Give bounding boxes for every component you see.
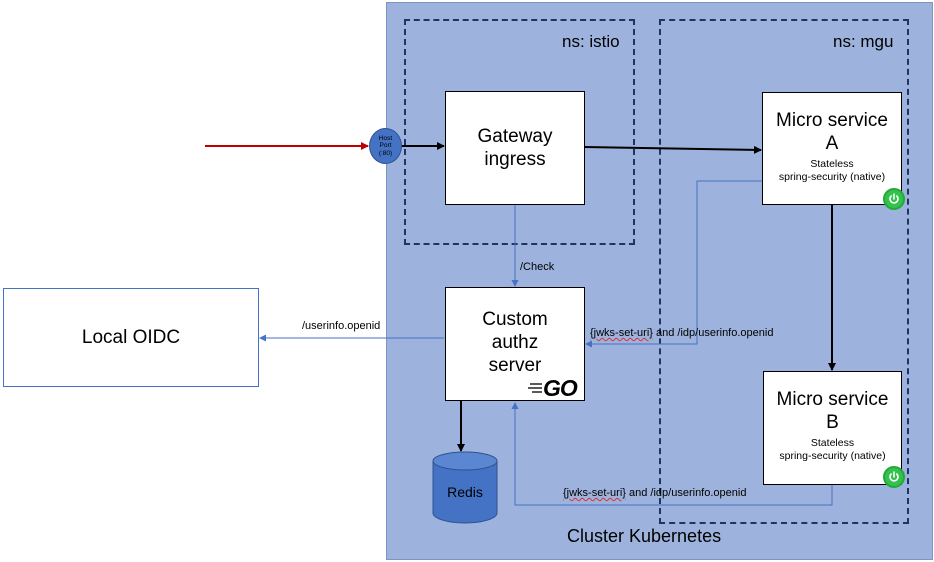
gateway-ingress-node: Gateway ingress xyxy=(445,91,585,205)
micro-service-b-node: Micro service B Stateless spring-securit… xyxy=(763,371,902,485)
host-port-line2: Port xyxy=(379,142,392,150)
service-b-edge-label-part2: and /idp/userinfo.openid xyxy=(625,487,747,499)
namespace-mgu xyxy=(659,19,909,524)
userinfo-label: /userinfo.openid xyxy=(302,320,381,332)
service-b-line4: spring-security (native) xyxy=(779,450,886,462)
local-oidc-label: Local OIDC xyxy=(81,326,181,348)
service-b-edge-label-part1: {jwks-set-uri} xyxy=(563,487,626,499)
check-label: /Check xyxy=(520,261,555,273)
redis-label: Redis xyxy=(447,484,483,500)
service-a-edge-label: {jwks-set-uri} and /idp/userinfo.openid xyxy=(590,327,773,339)
go-logo-text: GO xyxy=(543,375,578,401)
namespace-istio-label: ns: istio xyxy=(562,32,620,51)
authz-line3: server xyxy=(488,355,542,376)
power-icon xyxy=(889,471,899,482)
gateway-to-service-a-arrow xyxy=(583,145,762,154)
service-a-edge-label-part1: {jwks-set-uri} xyxy=(590,327,653,339)
service-a-line1: Micro service xyxy=(776,110,888,131)
local-oidc-node: Local OIDC xyxy=(3,288,259,387)
host-port-line3: (:80) xyxy=(378,149,393,157)
go-logo: GO xyxy=(528,375,586,401)
namespace-istio xyxy=(404,19,635,245)
service-a-line2: A xyxy=(825,133,839,154)
host-port-node: Host Port (:80) xyxy=(369,128,402,164)
cluster-label: Cluster Kubernetes xyxy=(567,526,722,546)
host-port-line1: Host xyxy=(378,134,393,142)
authz-line1: Custom xyxy=(482,309,548,330)
service-a-line3: Stateless xyxy=(810,158,854,170)
service-a-power-icon xyxy=(883,188,905,210)
micro-service-a-node: Micro service A Stateless spring-securit… xyxy=(762,92,902,205)
service-b-to-authz-arrow xyxy=(511,402,833,506)
power-icon xyxy=(889,193,899,204)
redis-node xyxy=(432,451,498,524)
service-b-line3: Stateless xyxy=(810,437,855,449)
service-b-power-icon xyxy=(883,466,905,488)
service-a-to-authz-arrow xyxy=(585,180,762,348)
authz-line2: authz xyxy=(491,332,539,353)
service-b-line1: Micro service xyxy=(776,389,889,410)
go-logo-speedlines xyxy=(528,383,542,393)
gateway-line1: Gateway xyxy=(477,126,553,147)
service-a-edge-label-part2: and /idp/userinfo.openid xyxy=(652,327,774,339)
service-a-line4: spring-security (native) xyxy=(778,171,886,183)
gateway-line2: ingress xyxy=(484,149,546,170)
service-b-edge-label: {jwks-set-uri} and /idp/userinfo.openid xyxy=(563,487,746,499)
custom-authz-server-node: Custom authz server xyxy=(445,287,585,401)
namespace-mgu-label: ns: mgu xyxy=(833,32,894,51)
service-b-line2: B xyxy=(826,412,839,433)
